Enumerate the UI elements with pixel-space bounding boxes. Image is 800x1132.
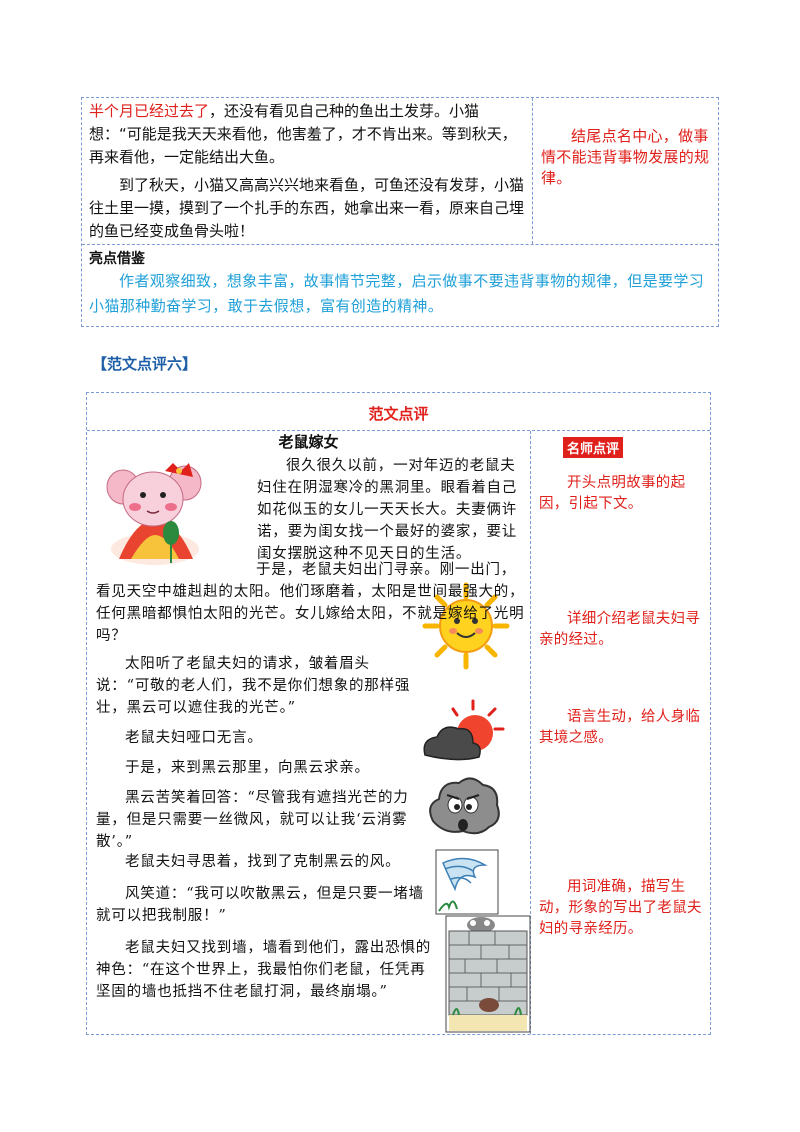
teacher-comment-cell: 名师点评 开头点明故事的起因，引起下文。 详细介绍老鼠夫妇寻亲的经过。 语言生动… [531,431,710,1034]
essay-title: 老鼠嫁女 [278,433,339,451]
comment-cell: 结尾点名中心，做事情不能违背事物发展的规律。 [533,98,718,244]
highlights-title: 亮点借鉴 [89,251,145,267]
essay-paragraph-1: 很久很久以前，一对年迈的老鼠夫妇住在阴湿寒冷的黑洞里。眼看着自己如花似玉的女儿一… [257,458,518,562]
teacher-comment-badge: 名师点评 [563,437,624,458]
essay-paragraph-5: 于是，来到黑云那里，向黑云求亲。 [125,760,370,776]
story-table-top: 半个月已经过去了，还没有看见自己种的鱼出土发芽。小猫想：“可能是我天天来看他，他… [81,97,719,327]
story-cell: 半个月已经过去了，还没有看见自己种的鱼出土发芽。小猫想：“可能是我天天来看他，他… [82,98,533,244]
essay-paragraph-8: 风笑道：“我可以吹散黑云，但是只要一堵墙就可以把我制服！” [96,886,424,924]
essay-paragraph-9: 老鼠夫妇又找到墙，墙看到他们，露出恐惧的神色：“在这个世界上，我最怕你们老鼠，任… [96,940,431,1000]
story-text: 半个月已经过去了，还没有看见自己种的鱼出土发芽。小猫想：“可能是我天天来看他，他… [89,100,529,243]
essay-paragraph-2-text: 于是，老鼠夫妇出门寻亲。刚一出门，看见天空中雄赳赳的太阳。他们琢磨着，太阳是世间… [96,562,525,644]
gray-cloud-illustration [429,777,500,835]
section-title: 【范文点评六】 [92,355,198,373]
highlights-row: 亮点借鉴 作者观察细致，想象丰富，故事情节完整，启示做事不要违背事物的规律，但是… [82,245,718,327]
story-row: 半个月已经过去了，还没有看见自己种的鱼出土发芽。小猫想：“可能是我天天来看他，他… [82,98,718,245]
essay-table: 范文点评 老鼠嫁女 [86,392,711,1035]
teacher-comment-4: 用词准确，描写生动，形象的写出了老鼠夫妇的寻亲经历。 [539,879,702,937]
ending-comment: 结尾点名中心，做事情不能违背事物发展的规律。 [541,127,710,187]
teacher-comment-3: 语言生动，给人身临其境之感。 [539,709,701,746]
highlights-text: 作者观察细致，想象丰富，故事情节完整，启示做事不要违背事物的规律，但是要学习小猫… [89,272,705,315]
story-paragraph-2: 到了秋天，小猫又高高兴兴地来看鱼，可鱼还没有发芽，小猫往土里一摸，摸到了一个扎手… [89,176,525,240]
essay-header: 范文点评 [368,405,429,423]
essay-paragraph-7: 老鼠夫妇寻思着，找到了克制黑云的风。 [125,854,401,870]
essay-paragraph-4: 老鼠夫妇哑口无言。 [125,730,263,746]
story-paragraph-1: ，还没有看见自己种的鱼出土发芽。小猫想：“可能是我天天来看他，他害羞了，才不肯出… [89,102,517,166]
teacher-comment-2: 详细介绍老鼠夫妇寻亲的经过。 [539,611,701,648]
essay-paragraph-2: 于是，老鼠夫妇出门寻亲。刚一出门，看见天空中雄赳赳的太阳。他们琢磨着，太阳是世间… [96,559,526,647]
wall-illustration [445,915,531,1033]
teacher-comment-1: 开头点明故事的起因，引起下文。 [539,475,686,512]
essay-paragraph-6: 黑云苦笑着回答：“尽管我有遮挡光芒的力量，但是只需要一丝微风，就可以让我‘云消雾… [96,790,409,850]
essay-paragraph-3: 太阳听了老鼠夫妇的请求，皱着眉头说：“可敬的老人们，我不是你们想象的那样强壮，黑… [96,656,411,716]
cloud-covering-sun-illustration [423,699,505,761]
essay-header-row: 范文点评 [87,393,710,431]
essay-body-cell: 老鼠嫁女 [87,431,531,1034]
sun-illustration [422,582,510,670]
highlight-phrase: 半个月已经过去了 [89,102,210,120]
mouse-bride-illustration [106,463,202,565]
wind-illustration [435,849,499,915]
